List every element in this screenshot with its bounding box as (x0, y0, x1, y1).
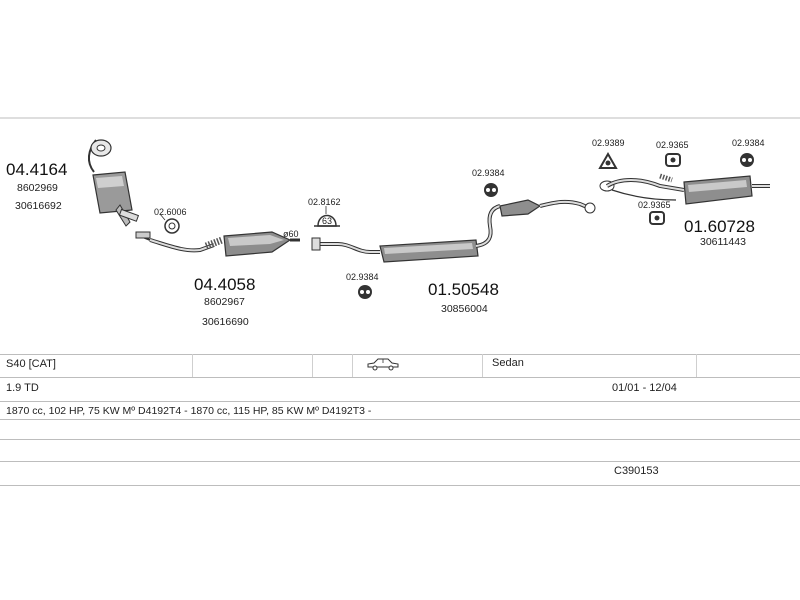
oe-ref-8602969: 8602969 (17, 182, 58, 194)
oe-ref-30616690: 30616690 (202, 316, 249, 328)
part-number-02-9384-rear: 02.9384 (732, 138, 765, 148)
table-divider (482, 354, 483, 377)
table-border (0, 377, 800, 378)
production-years: 01/01 - 12/04 (612, 382, 677, 394)
table-border (0, 461, 800, 462)
intermediate-pipe-04-4058[interactable] (135, 231, 300, 257)
engine-label: 1.9 TD (6, 382, 39, 394)
part-number-04-4058: 04.4058 (194, 275, 255, 294)
rubber-mount-02-9365-lower[interactable] (649, 211, 665, 225)
part-number-02-6006: 02.6006 (154, 207, 187, 217)
table-border (0, 401, 800, 402)
part-number-02-9365-upper: 02.9365 (656, 140, 689, 150)
part-number-04-4164: 04.4164 (6, 160, 67, 179)
sedan-car-icon (366, 357, 400, 374)
table-border (0, 419, 800, 420)
rear-muffler-01-60728[interactable] (599, 173, 770, 205)
rubber-mount-02-9384-centre[interactable] (484, 183, 498, 197)
table-divider (352, 354, 353, 377)
part-number-01-60728: 01.60728 (684, 217, 755, 236)
part-number-02-8162: 02.8162 (308, 197, 341, 207)
oe-ref-30616692: 30616692 (15, 200, 62, 212)
table-border (0, 354, 800, 355)
rubber-mount-02-9384-rear[interactable] (740, 153, 754, 167)
part-number-02-9389: 02.9389 (592, 138, 625, 148)
oe-ref-30856004: 30856004 (441, 303, 488, 315)
rubber-mount-02-9365-upper[interactable] (665, 153, 681, 167)
exhaust-system-diagram: ø60 63 (0, 117, 800, 328)
table-divider (312, 354, 313, 377)
clamp-size-label: 63 (322, 216, 332, 226)
rubber-mount-02-9384-lower[interactable] (358, 285, 372, 299)
body-type: Sedan (492, 357, 524, 369)
engine-specs: 1870 cc, 102 HP, 75 KW Mº D4192T4 - 1870… (6, 405, 372, 417)
part-number-02-9384-centre: 02.9384 (472, 168, 505, 178)
table-border (0, 485, 800, 486)
catalog-number: C390153 (614, 465, 659, 477)
gasket-02-6006[interactable] (159, 213, 180, 234)
model-name: S40 [CAT] (6, 358, 56, 370)
table-border (0, 439, 800, 440)
clamp-02-8162[interactable] (314, 206, 340, 227)
part-number-02-9365-lower: 02.9365 (638, 200, 671, 210)
part-number-02-9384-lower: 02.9384 (346, 272, 379, 282)
centre-muffler-01-50548[interactable] (311, 199, 596, 263)
part-number-01-50548: 01.50548 (428, 280, 499, 299)
table-divider (696, 354, 697, 377)
rubber-mount-02-9389[interactable] (598, 151, 618, 169)
table-divider (192, 354, 193, 377)
pipe-diameter-label: ø60 (283, 229, 299, 239)
oe-ref-30611443: 30611443 (700, 236, 746, 248)
oe-ref-8602967: 8602967 (204, 296, 245, 308)
front-pipe-04-4164[interactable] (88, 139, 140, 227)
